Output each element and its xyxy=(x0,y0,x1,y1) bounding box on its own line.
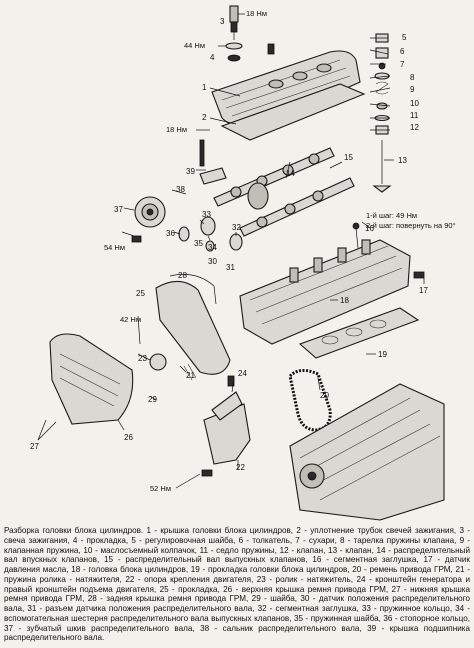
head-bolt-step-1: 1-й шаг: 49 Нм xyxy=(366,211,417,220)
callout-10: 10 xyxy=(410,99,419,108)
head-cover xyxy=(211,43,361,129)
callout-19: 19 xyxy=(378,350,387,359)
callout-27: 27 xyxy=(30,442,39,451)
callout-31: 31 xyxy=(226,263,235,272)
callout-14: 14 xyxy=(286,169,295,178)
callout-35: 35 xyxy=(194,239,203,248)
callout-37: 37 xyxy=(114,205,123,214)
timing-cover-lower xyxy=(49,333,134,425)
callout-7: 7 xyxy=(400,60,405,69)
callout-30: 30 xyxy=(208,257,217,266)
engine-block xyxy=(289,383,445,521)
camshaft-exhaust xyxy=(239,177,355,237)
callout-21: 21 xyxy=(186,371,195,380)
timing-belt xyxy=(288,369,332,432)
caption-body: 1 - крышка головки блока цилиндров, 2 - … xyxy=(4,526,470,643)
callout-18: 18 xyxy=(340,296,349,305)
callout-9: 9 xyxy=(410,85,415,94)
bearing-cap xyxy=(199,167,227,185)
callout-33: 33 xyxy=(202,210,211,219)
head-gasket xyxy=(298,307,420,359)
callout-32: 32 xyxy=(232,223,241,232)
callout-8: 8 xyxy=(410,73,415,82)
tensioner-roller xyxy=(149,353,167,371)
sprocket-bolt xyxy=(131,235,142,243)
oil-pressure-sensor xyxy=(413,271,425,279)
cam-sprocket xyxy=(134,196,166,228)
torque-spark-plug: 18 Нм xyxy=(246,9,267,18)
torque-tensioner: 42 Нм xyxy=(120,315,141,324)
cover-gasket xyxy=(220,83,366,141)
callout-23: 23 xyxy=(138,354,147,363)
torque-cover-nut: 44 Нм xyxy=(184,41,205,50)
callout-13: 13 xyxy=(398,156,407,165)
callout-17: 17 xyxy=(419,286,428,295)
callout-38: 38 xyxy=(176,185,185,194)
callout-20: 20 xyxy=(320,391,329,400)
torque-labels: 18 Нм 44 Нм 18 Нм 54 Нм 42 Нм 52 Нм 1-й … xyxy=(104,9,456,493)
callout-4: 4 xyxy=(210,53,215,62)
callout-26: 26 xyxy=(124,433,133,442)
aux-gear xyxy=(247,182,269,210)
callout-labels: 1 2 3 4 5 6 7 8 9 10 11 12 13 14 15 16 1… xyxy=(30,17,428,472)
timing-cover-upper xyxy=(169,274,217,305)
callout-6: 6 xyxy=(400,47,405,56)
callout-12: 12 xyxy=(410,123,419,132)
callout-39: 39 xyxy=(186,167,195,176)
callout-5: 5 xyxy=(402,33,407,42)
callout-3: 3 xyxy=(220,17,225,26)
callout-22: 22 xyxy=(236,463,245,472)
leader-lines xyxy=(37,13,425,489)
caption-lead: Разборка головки блока цилиндров. xyxy=(4,526,144,535)
torque-bearing-cap: 18 Нм xyxy=(166,125,187,134)
torque-engine-mount: 52 Нм xyxy=(150,484,171,493)
callout-1: 1 xyxy=(202,83,207,92)
callout-15: 15 xyxy=(344,153,353,162)
callout-11: 11 xyxy=(410,111,419,120)
callout-25: 25 xyxy=(136,289,145,298)
callout-24: 24 xyxy=(238,369,247,378)
callout-28: 28 xyxy=(178,271,187,280)
callout-36: 36 xyxy=(166,229,175,238)
callout-34: 34 xyxy=(208,243,217,252)
exploded-diagram: 1 2 3 4 5 6 7 8 9 10 11 12 13 14 15 16 1… xyxy=(30,5,456,521)
torque-sprocket-bolt: 54 Нм xyxy=(104,243,125,252)
cylinder-head xyxy=(239,239,411,345)
callout-16: 16 xyxy=(365,224,374,233)
figure-caption: Разборка головки блока цилиндров. 1 - кр… xyxy=(4,526,470,644)
gasket-ring xyxy=(225,42,243,62)
callout-29: 29 xyxy=(148,395,157,404)
head-bolt-step-2: 2-й шаг: повернуть на 90° xyxy=(366,221,456,230)
timing-cover-rear xyxy=(155,280,231,375)
alternator-bracket xyxy=(211,391,243,421)
callout-2: 2 xyxy=(202,113,207,122)
